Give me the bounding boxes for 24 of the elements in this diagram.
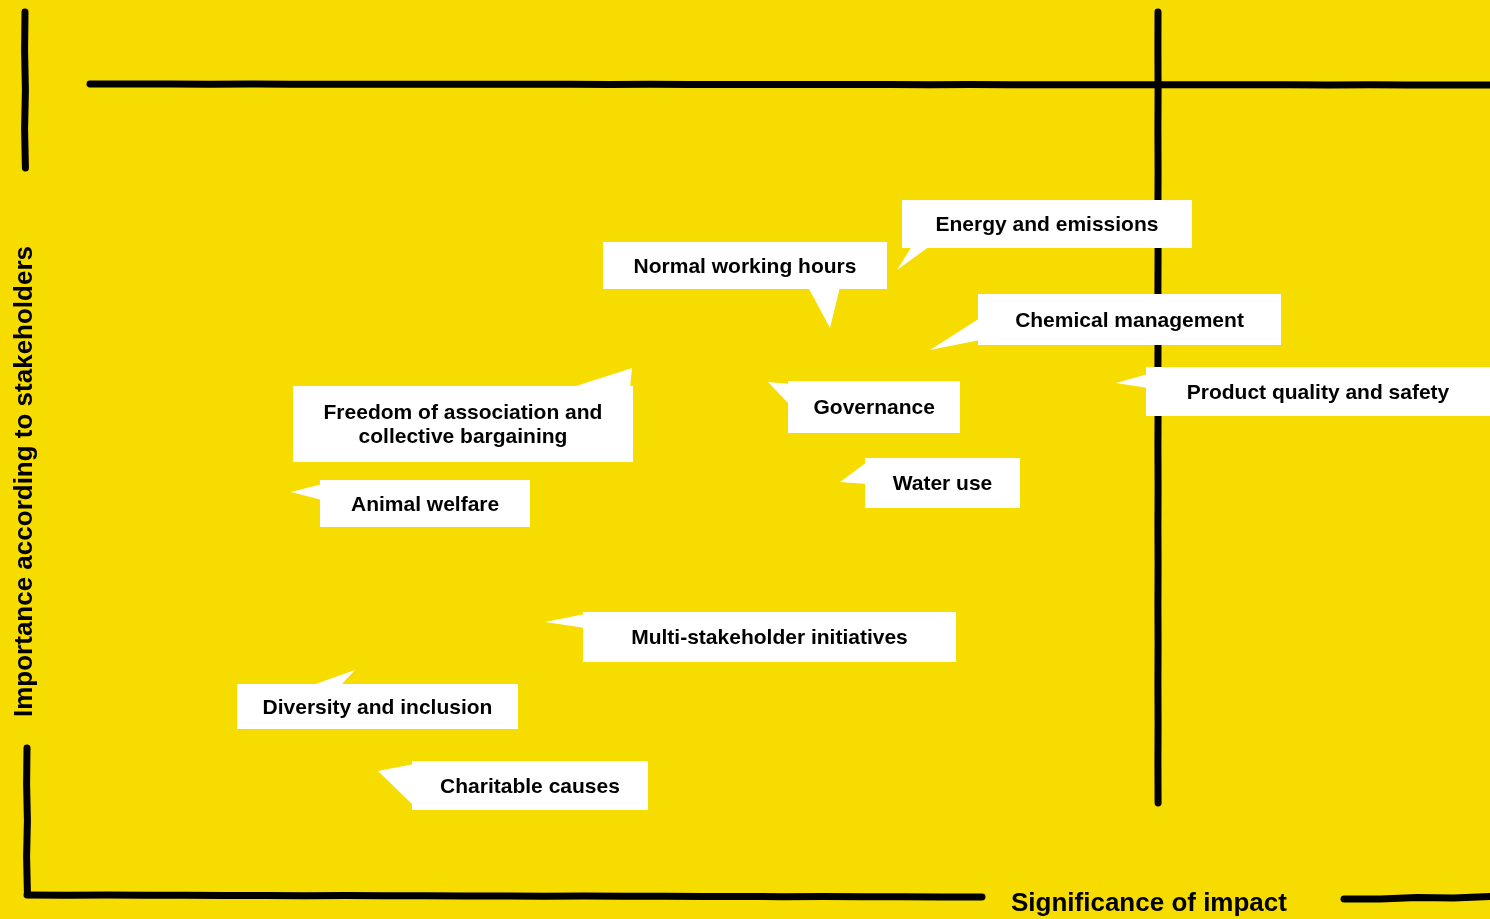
- speech-bubble: [768, 381, 960, 433]
- speech-bubble: [293, 368, 633, 462]
- bubble-text: Multi-stakeholder initiatives: [631, 625, 908, 649]
- bubble-text: Governance: [813, 395, 935, 419]
- bubble-text: Charitable causes: [440, 773, 620, 798]
- speech-bubble: [1116, 367, 1490, 416]
- bubble-text: Chemical management: [1015, 307, 1244, 332]
- bubble-text: Product quality and safety: [1186, 379, 1450, 404]
- bubble-text: Water use: [892, 471, 993, 495]
- speech-bubble: [378, 761, 648, 810]
- speech-bubble: [930, 294, 1281, 350]
- bubble-text: Diversity and inclusion: [262, 694, 493, 719]
- bubble-text: Animal welfare: [351, 491, 499, 516]
- speech-bubble: [840, 458, 1020, 508]
- bubble-text: Normal working hours: [633, 253, 857, 278]
- speech-bubble: [291, 480, 530, 527]
- speech-bubble: [237, 670, 518, 729]
- bubble-text: Freedom of association and collective bargaining: [322, 400, 604, 448]
- speech-bubble: [545, 612, 956, 662]
- speech-bubble: [897, 200, 1192, 270]
- axis-title: Significance of impact: [1011, 887, 1287, 918]
- bubble-text: Energy and emissions: [935, 212, 1159, 236]
- speech-bubble: [603, 242, 887, 328]
- axis-title: Importance according to stakeholders: [8, 246, 39, 717]
